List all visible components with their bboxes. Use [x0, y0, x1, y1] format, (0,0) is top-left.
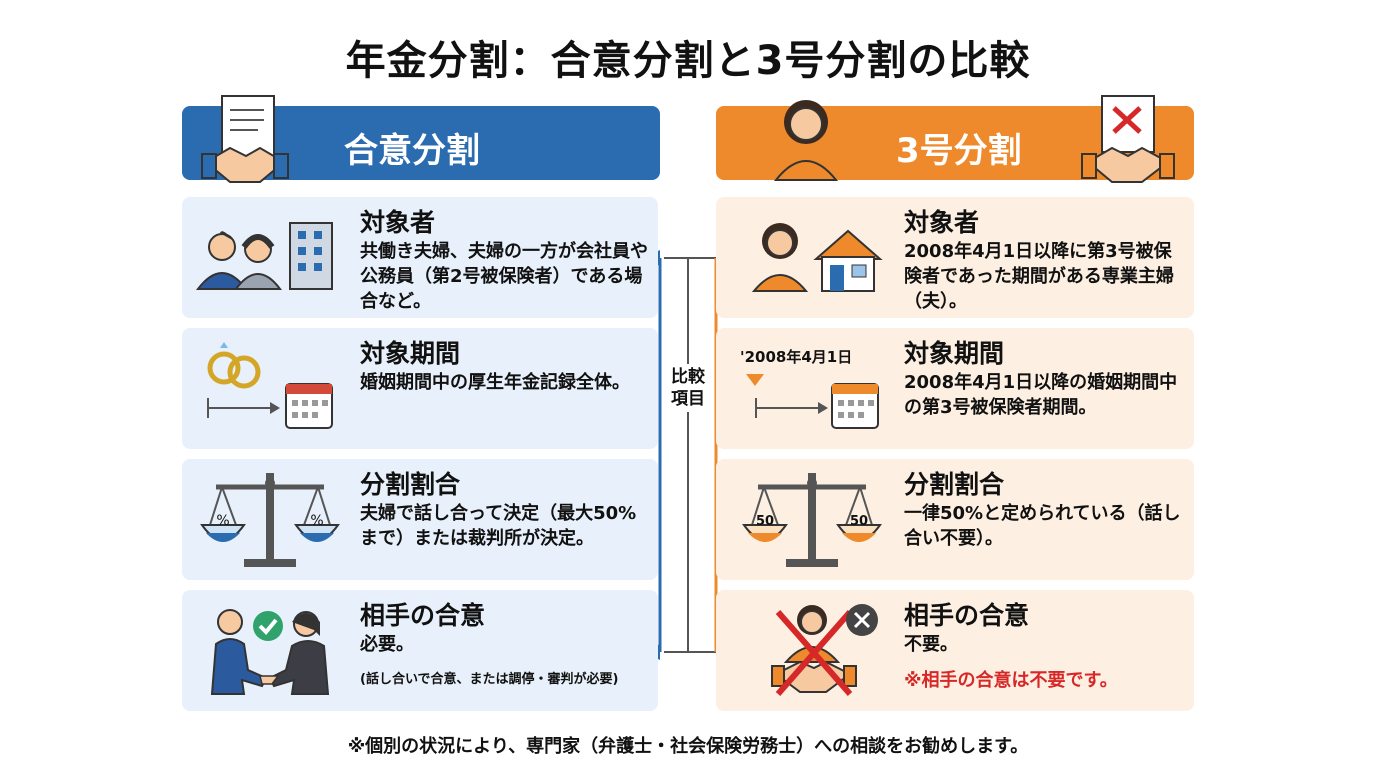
left-target-person-body: 共働き夫婦、夫婦の一方が会社員や公務員（第2号被保険者）である場合など。 [360, 241, 648, 312]
left-split-ratio-body: 夫婦で話し合って決定（最大50%まで）または裁判所が決定。 [360, 503, 637, 549]
document-handshake-icon [201, 95, 289, 183]
woman-avatar-icon [773, 100, 839, 181]
left-card-target-person: 対象者 共働き夫婦、夫婦の一方が会社員や公務員（第2号被保険者）である場合など。 [182, 197, 658, 318]
right-target-person-title: 対象者 [904, 208, 980, 237]
left-target-person-title: 対象者 [360, 208, 436, 237]
right-split-ratio-body: 一律50%と定められている（話し合い不要）。 [904, 503, 1181, 549]
percent-scale-icon: % % [200, 473, 340, 567]
left-target-period-body: 婚姻期間中の厚生年金記録全体。 [360, 372, 630, 393]
scale-right-fifty-label: 50 [850, 514, 868, 529]
right-consent-body: 不要。 [904, 634, 958, 655]
left-consent-title: 相手の合意 [360, 601, 486, 630]
left-card-target-period: 対象期間 婚姻期間中の厚生年金記録全体。 [182, 328, 658, 449]
scale-right-percent-label: % [310, 513, 323, 529]
rejected-document-handshake-icon [1081, 95, 1175, 183]
left-consent-note: (話し合いで合意、または調停・審判が必要) [360, 672, 619, 687]
right-consent-warning: ※相手の合意は不要です。 [904, 670, 1118, 691]
woman-house-icon [751, 223, 883, 292]
rings-calendar-icon [207, 342, 333, 429]
scale-left-fifty-label: 50 [756, 514, 774, 529]
start-date-label: '2008年4月1日 [740, 348, 853, 366]
right-consent-title: 相手の合意 [904, 601, 1030, 630]
right-target-period-body: 2008年4月1日以降の婚姻期間中の第3号被保険者期間。 [904, 372, 1178, 418]
right-target-period-title: 対象期間 [904, 339, 1005, 368]
right-card-split-ratio: 50 50 分割割合 一律50%と定められている（話し合い不要）。 [716, 459, 1194, 580]
right-target-person-body: 2008年4月1日以降に第3号被保険者であった期間がある専業主婦（夫）。 [904, 241, 1174, 312]
scale-left-percent-label: % [216, 513, 229, 529]
right-split-ratio-title: 分割割合 [904, 470, 1005, 499]
left-split-ratio-title: 分割割合 [360, 470, 461, 499]
fifty-scale-icon: 50 50 [742, 473, 882, 567]
left-card-split-ratio: % % 分割割合 夫婦で話し合って決定（最大50%まで）または裁判所が決定。 [182, 459, 658, 580]
header-no3-label: 3号分割 [896, 131, 1022, 171]
left-target-period-title: 対象期間 [360, 339, 461, 368]
footer-note: ※個別の状況により、専門家（弁護士・社会保険労務士）への相談をお勧めします。 [347, 736, 1029, 757]
left-consent-body: 必要。 [360, 634, 414, 655]
left-card-consent: 相手の合意 必要。 (話し合いで合意、または調停・審判が必要) [182, 590, 658, 711]
right-card-target-person: 対象者 2008年4月1日以降に第3号被保険者であった期間がある専業主婦（夫）。 [716, 197, 1194, 318]
marker-calendar-icon [746, 374, 879, 429]
handshake-check-icon [210, 609, 330, 695]
crossed-handshake-icon [771, 604, 878, 696]
couple-office-building-icon [195, 222, 333, 290]
compare-items-label: 比較項目 [666, 364, 710, 412]
right-card-target-period: '2008年4月1日 対象期間 2008年4月1日以降の婚姻期間中の第3号被保険… [716, 328, 1194, 449]
page-title: 年金分割：合意分割と3号分割の比較 [345, 38, 1031, 84]
header-agreement-label: 合意分割 [344, 131, 480, 171]
right-card-consent: 相手の合意 不要。 ※相手の合意は不要です。 [716, 590, 1194, 711]
